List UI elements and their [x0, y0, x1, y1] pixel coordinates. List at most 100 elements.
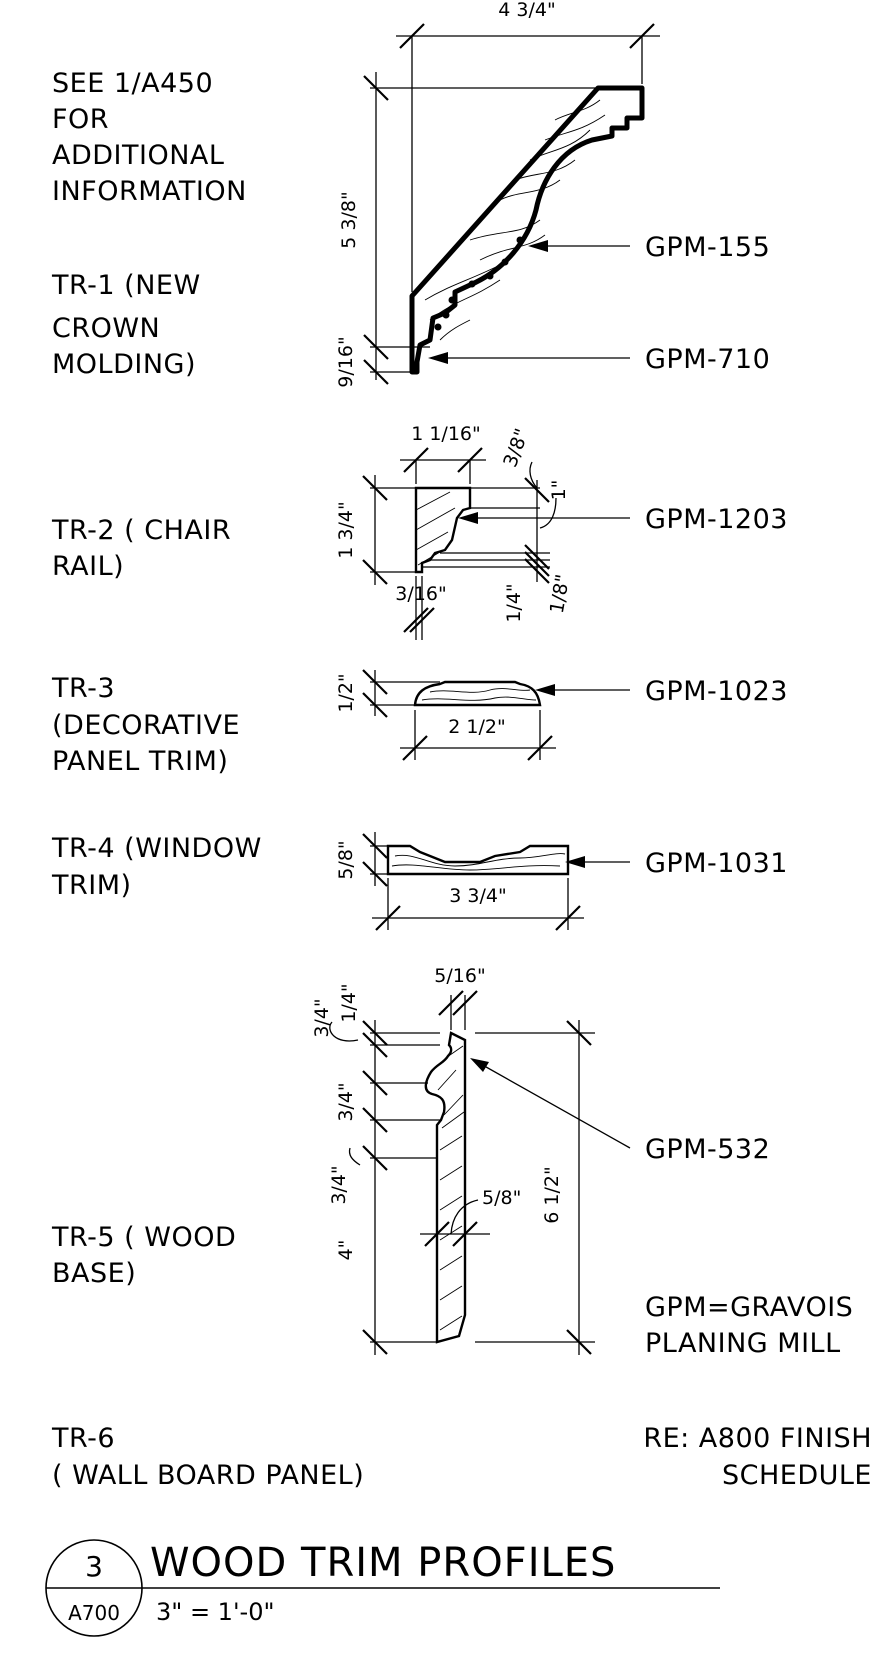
- wood-base-section: [424, 1031, 467, 1344]
- callout-gpm-1023: GPM-1023: [645, 676, 788, 707]
- dimension-label: 3/4": [328, 1165, 350, 1204]
- profile-label-line: (DECORATIVE: [52, 710, 240, 741]
- dimension-tick: [524, 544, 550, 570]
- note-line: INFORMATION: [52, 176, 247, 207]
- leader-line: [478, 1062, 631, 1149]
- dimension-label: 5 3/8": [338, 191, 360, 248]
- bead: [434, 323, 442, 331]
- callout-gpm-1031: GPM-1031: [645, 848, 788, 879]
- sheet-number: A700: [68, 1601, 120, 1625]
- wood-grain: [424, 99, 606, 341]
- gpm-legend-note: GPM=GRAVOIS PLANING MILL: [645, 1292, 853, 1359]
- panel-trim-section: [413, 680, 542, 707]
- profile-label-line: CROWN: [52, 313, 160, 344]
- dimension-tick: [362, 559, 388, 585]
- dimension-label: 3/4": [335, 1082, 357, 1121]
- tr1-label: TR-1 (NEW CROWN MOLDING): [51, 270, 201, 380]
- tr6-label: TR-6 ( WALL BOARD PANEL): [51, 1423, 364, 1491]
- leader-line: [450, 1199, 479, 1235]
- profile-label-line: TR-2 ( CHAIR: [51, 515, 231, 546]
- note-line: ADDITIONAL: [52, 140, 224, 171]
- wood-grain: [415, 491, 456, 566]
- profile-label-line: ( WALL BOARD PANEL): [52, 1460, 364, 1491]
- drawing-title: WOOD TRIM PROFILES: [150, 1540, 616, 1586]
- leader-arrow: [565, 856, 585, 868]
- leader-arrow: [470, 1058, 489, 1072]
- dimension-tick: [566, 1329, 592, 1355]
- leader-line: [348, 1147, 361, 1166]
- dimension-tick: [403, 447, 429, 473]
- dimension-tick: [524, 551, 550, 577]
- dimension-tick: [362, 1145, 388, 1171]
- leader-arrow: [535, 684, 555, 696]
- dimension-tick: [524, 558, 550, 584]
- dimension-tick: [362, 692, 388, 718]
- leader-arrow: [528, 240, 548, 252]
- detail-number: 3: [85, 1550, 103, 1583]
- dimension-label: 5/8": [482, 1187, 521, 1209]
- profile-label-line: TR-1 (NEW: [51, 270, 201, 301]
- tr2-label: TR-2 ( CHAIR RAIL): [51, 515, 231, 582]
- wood-grain: [421, 688, 537, 701]
- dimension-tick: [566, 1020, 592, 1046]
- leader-arrow: [428, 352, 448, 364]
- callout-gpm-155: GPM-155: [645, 232, 770, 263]
- dimension-tick: [524, 477, 550, 503]
- tr4-label: TR-4 (WINDOW TRIM): [51, 833, 262, 901]
- tr2-chair-rail-profile: 1 1/16" 3/8" 1" 1 3/4" 3/16" 1/4" 1/8": [335, 423, 788, 640]
- dimension-label: 3/16": [395, 583, 446, 605]
- profile-label-line: TR-4 (WINDOW: [51, 833, 262, 864]
- callout-gpm-532: GPM-532: [645, 1134, 770, 1165]
- dimension-label: 1": [548, 480, 570, 501]
- dimension-tick: [452, 1221, 478, 1247]
- dimension-tick: [555, 905, 581, 931]
- callout-gpm-1203: GPM-1203: [645, 504, 788, 535]
- crown-molding-section: [409, 85, 645, 375]
- dimension-label: 3 3/4": [449, 885, 506, 907]
- tr3-panel-trim-profile: 1/2" 2 1/2" GPM-1023: [335, 669, 788, 761]
- dimension-tick: [409, 607, 435, 633]
- bead: [516, 236, 524, 244]
- dimension-label: 1/2": [335, 673, 357, 712]
- profile-label-line: BASE): [52, 1258, 136, 1289]
- dimension-tick: [362, 1070, 388, 1096]
- dimension-tick: [362, 1329, 388, 1355]
- dimension-label: 1/4": [503, 583, 525, 622]
- tr1-crown-molding-profile: 4 3/4" 5 3/8" 9/16" GPM-155 GPM-710: [335, 0, 770, 388]
- dimension-label: 6 1/2": [541, 1166, 563, 1223]
- dimension-label: 5/16": [434, 965, 485, 987]
- bead: [442, 311, 450, 319]
- dimension-label: 4": [335, 1240, 357, 1261]
- leader-arrow: [458, 512, 478, 524]
- leader-line: [539, 497, 557, 529]
- finish-schedule-note: RE: A800 FINISH SCHEDULE: [643, 1423, 872, 1491]
- profile-label-line: TRIM): [51, 870, 132, 901]
- profile-label-line: RAIL): [52, 551, 124, 582]
- note-line: FOR: [52, 104, 109, 135]
- dimension-tick: [457, 447, 483, 473]
- note-line: SCHEDULE: [722, 1460, 872, 1491]
- dimension-tick: [363, 359, 389, 385]
- note-line: GPM=GRAVOIS: [645, 1292, 853, 1323]
- dimension-tick: [452, 990, 478, 1016]
- note-line: SEE 1/A450: [52, 68, 213, 99]
- dimension-tick: [362, 475, 388, 501]
- leader-line: [329, 1021, 359, 1042]
- bead: [448, 296, 456, 304]
- leader-line: [529, 461, 538, 489]
- dimension-label: 5/8": [335, 840, 357, 879]
- profile-label-line: TR-5 ( WOOD: [51, 1222, 236, 1253]
- wood-grain: [391, 853, 566, 871]
- dimension-label: 2 1/2": [448, 716, 505, 738]
- dimension-label: 1 1/16": [411, 423, 481, 445]
- bead: [486, 272, 494, 280]
- dimension-label: 1/8": [546, 573, 574, 616]
- dimension-tick: [362, 1032, 388, 1058]
- profile-label-line: TR-3: [51, 673, 115, 704]
- dimension-tick: [375, 905, 401, 931]
- dimension-label: 1 3/4": [335, 501, 357, 558]
- dimension-label: 1/4": [338, 983, 360, 1022]
- dimension-tick: [363, 75, 389, 101]
- dimension-label: 3/4": [311, 998, 333, 1037]
